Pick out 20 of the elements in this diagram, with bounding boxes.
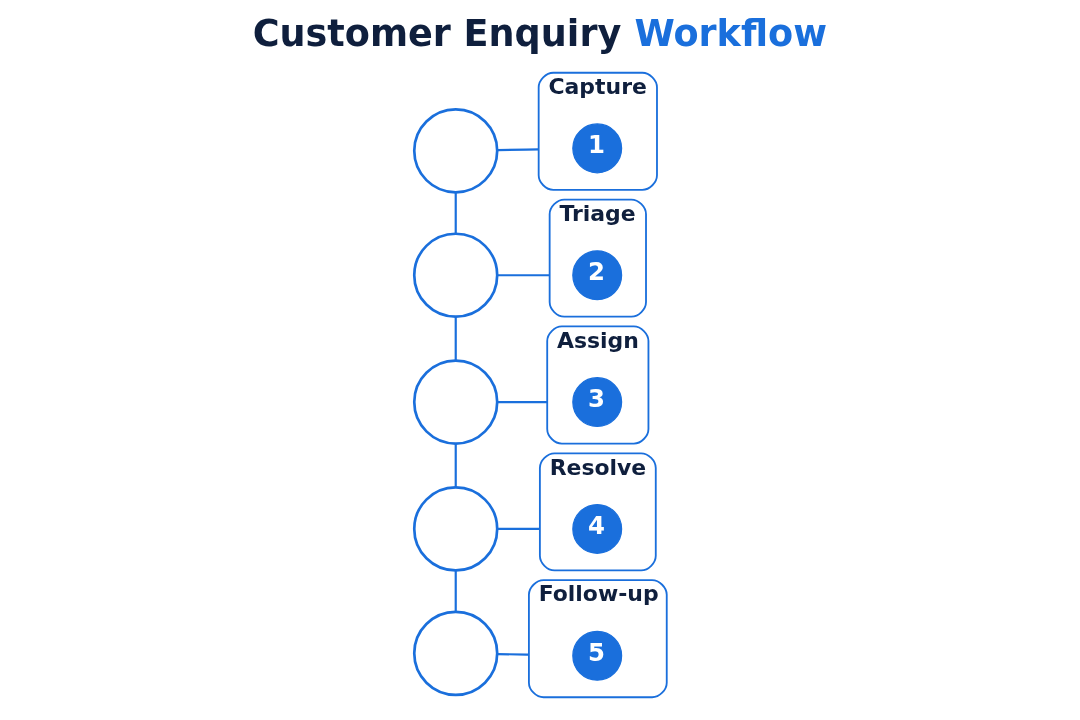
node-circle: 2 [571,250,622,301]
node-circle: 3 [571,377,622,428]
node-circle: 1 [571,123,622,174]
connector [454,316,457,361]
connector [497,274,550,277]
connector [454,570,457,612]
node-circle: 4 [571,503,622,554]
connector [454,443,457,488]
node-circle [412,486,499,572]
node-circle: 5 [571,630,622,681]
connector [497,527,540,531]
connector [497,400,547,404]
node-circle [412,108,499,194]
connector [454,192,457,234]
diagram-title: Customer Enquiry Workflow [252,11,827,55]
connector [497,652,529,656]
node-circle [412,232,499,319]
node-circle [412,359,499,445]
connector [497,148,539,152]
node-circle [412,610,499,697]
